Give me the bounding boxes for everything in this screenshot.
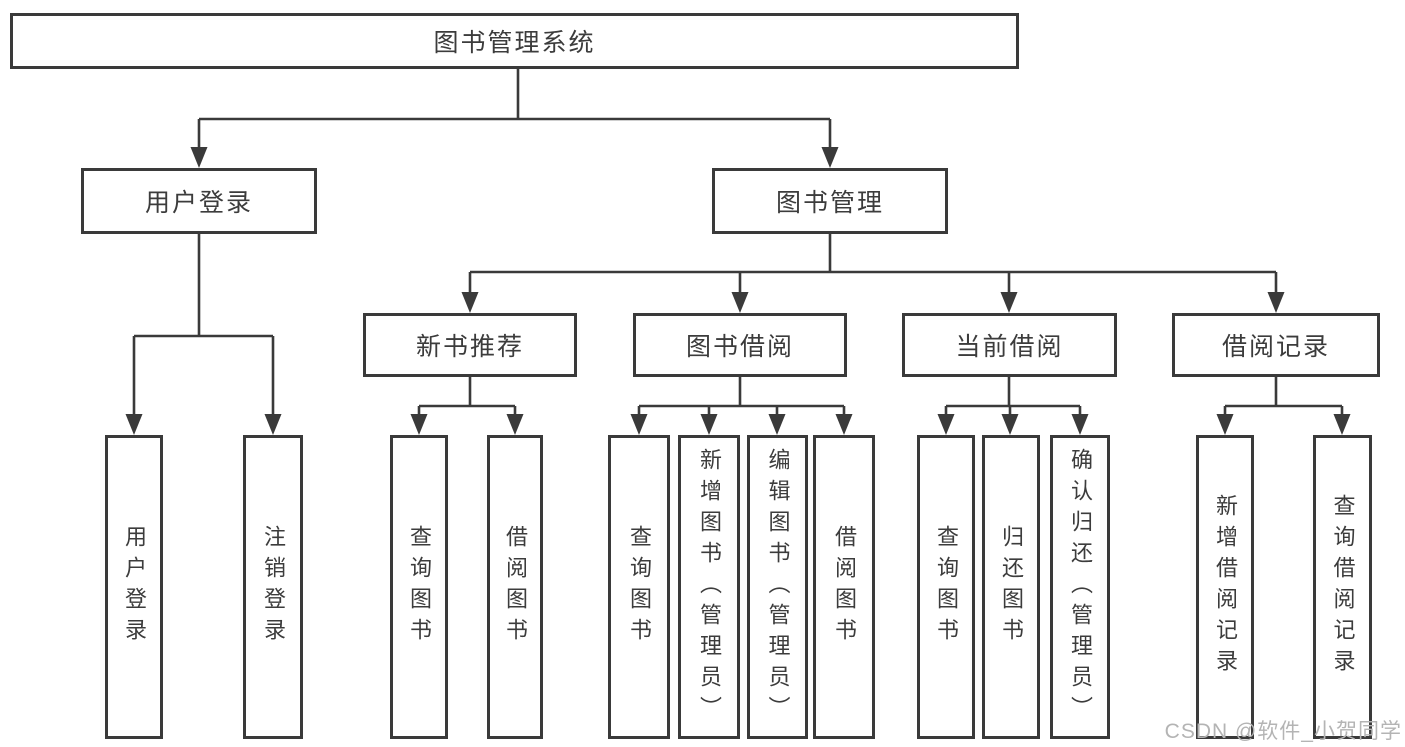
node-root: 图书管理系统 bbox=[10, 13, 1019, 69]
leaf-borrow-books-recommend: 借阅图书 bbox=[487, 435, 543, 739]
leaf-query-books-borrow-label: 查询图书 bbox=[627, 525, 652, 649]
connector-book-borrow-children bbox=[630, 377, 853, 435]
leaf-confirm-return-admin: 确认归还（管理员） bbox=[1050, 435, 1110, 739]
node-borrow-records: 借阅记录 bbox=[1172, 313, 1380, 377]
leaf-query-borrow-record: 查询借阅记录 bbox=[1313, 435, 1372, 739]
watermark: CSDN @软件_小贺同学 bbox=[1164, 720, 1402, 743]
leaf-query-books-current: 查询图书 bbox=[917, 435, 975, 739]
leaf-add-borrow-record: 新增借阅记录 bbox=[1196, 435, 1254, 739]
node-book-borrow: 图书借阅 bbox=[633, 313, 847, 377]
node-book-borrow-label: 图书借阅 bbox=[685, 333, 794, 361]
leaf-edit-books-admin: 编辑图书（管理员） bbox=[747, 435, 808, 739]
node-current-borrow: 当前借阅 bbox=[902, 313, 1117, 377]
leaf-borrow-books: 借阅图书 bbox=[813, 435, 875, 739]
leaf-logout-label: 注销登录 bbox=[261, 525, 286, 649]
node-current-borrow-label: 当前借阅 bbox=[955, 333, 1064, 361]
leaf-add-books-admin-label: 新增图书（管理员） bbox=[697, 447, 722, 727]
leaf-query-books-current-label: 查询图书 bbox=[934, 525, 959, 649]
node-user-login-label: 用户登录 bbox=[144, 189, 253, 217]
node-book-management: 图书管理 bbox=[712, 168, 948, 234]
leaf-add-books-admin: 新增图书（管理员） bbox=[678, 435, 740, 739]
node-new-book-recommend: 新书推荐 bbox=[363, 313, 577, 377]
leaf-return-books: 归还图书 bbox=[982, 435, 1040, 739]
leaf-user-login: 用户登录 bbox=[105, 435, 163, 739]
leaf-query-books-recommend: 查询图书 bbox=[390, 435, 448, 739]
leaf-return-books-label: 归还图书 bbox=[999, 525, 1024, 649]
leaf-confirm-return-admin-label: 确认归还（管理员） bbox=[1068, 447, 1093, 727]
leaf-add-borrow-record-label: 新增借阅记录 bbox=[1213, 494, 1238, 680]
connector-book-management-children bbox=[461, 234, 1285, 313]
node-root-label: 图书管理系统 bbox=[433, 29, 596, 57]
connector-user-login-children bbox=[125, 234, 282, 435]
connector-root-to-level2 bbox=[190, 69, 839, 168]
connector-new-book-children bbox=[410, 377, 524, 435]
node-user-login: 用户登录 bbox=[81, 168, 317, 234]
leaf-borrow-books-recommend-label: 借阅图书 bbox=[503, 525, 528, 649]
leaf-logout: 注销登录 bbox=[243, 435, 303, 739]
leaf-user-login-label: 用户登录 bbox=[122, 525, 147, 649]
node-borrow-records-label: 借阅记录 bbox=[1221, 333, 1330, 361]
leaf-query-books-borrow: 查询图书 bbox=[608, 435, 670, 739]
node-book-management-label: 图书管理 bbox=[775, 189, 884, 217]
leaf-edit-books-admin-label: 编辑图书（管理员） bbox=[765, 447, 791, 727]
connector-current-borrow-children bbox=[937, 377, 1089, 435]
leaf-query-books-recommend-label: 查询图书 bbox=[407, 525, 432, 649]
leaf-query-borrow-record-label: 查询借阅记录 bbox=[1330, 494, 1356, 680]
leaf-borrow-books-label: 借阅图书 bbox=[832, 525, 857, 649]
connector-borrow-records-children bbox=[1216, 377, 1351, 435]
node-new-book-recommend-label: 新书推荐 bbox=[415, 333, 524, 361]
